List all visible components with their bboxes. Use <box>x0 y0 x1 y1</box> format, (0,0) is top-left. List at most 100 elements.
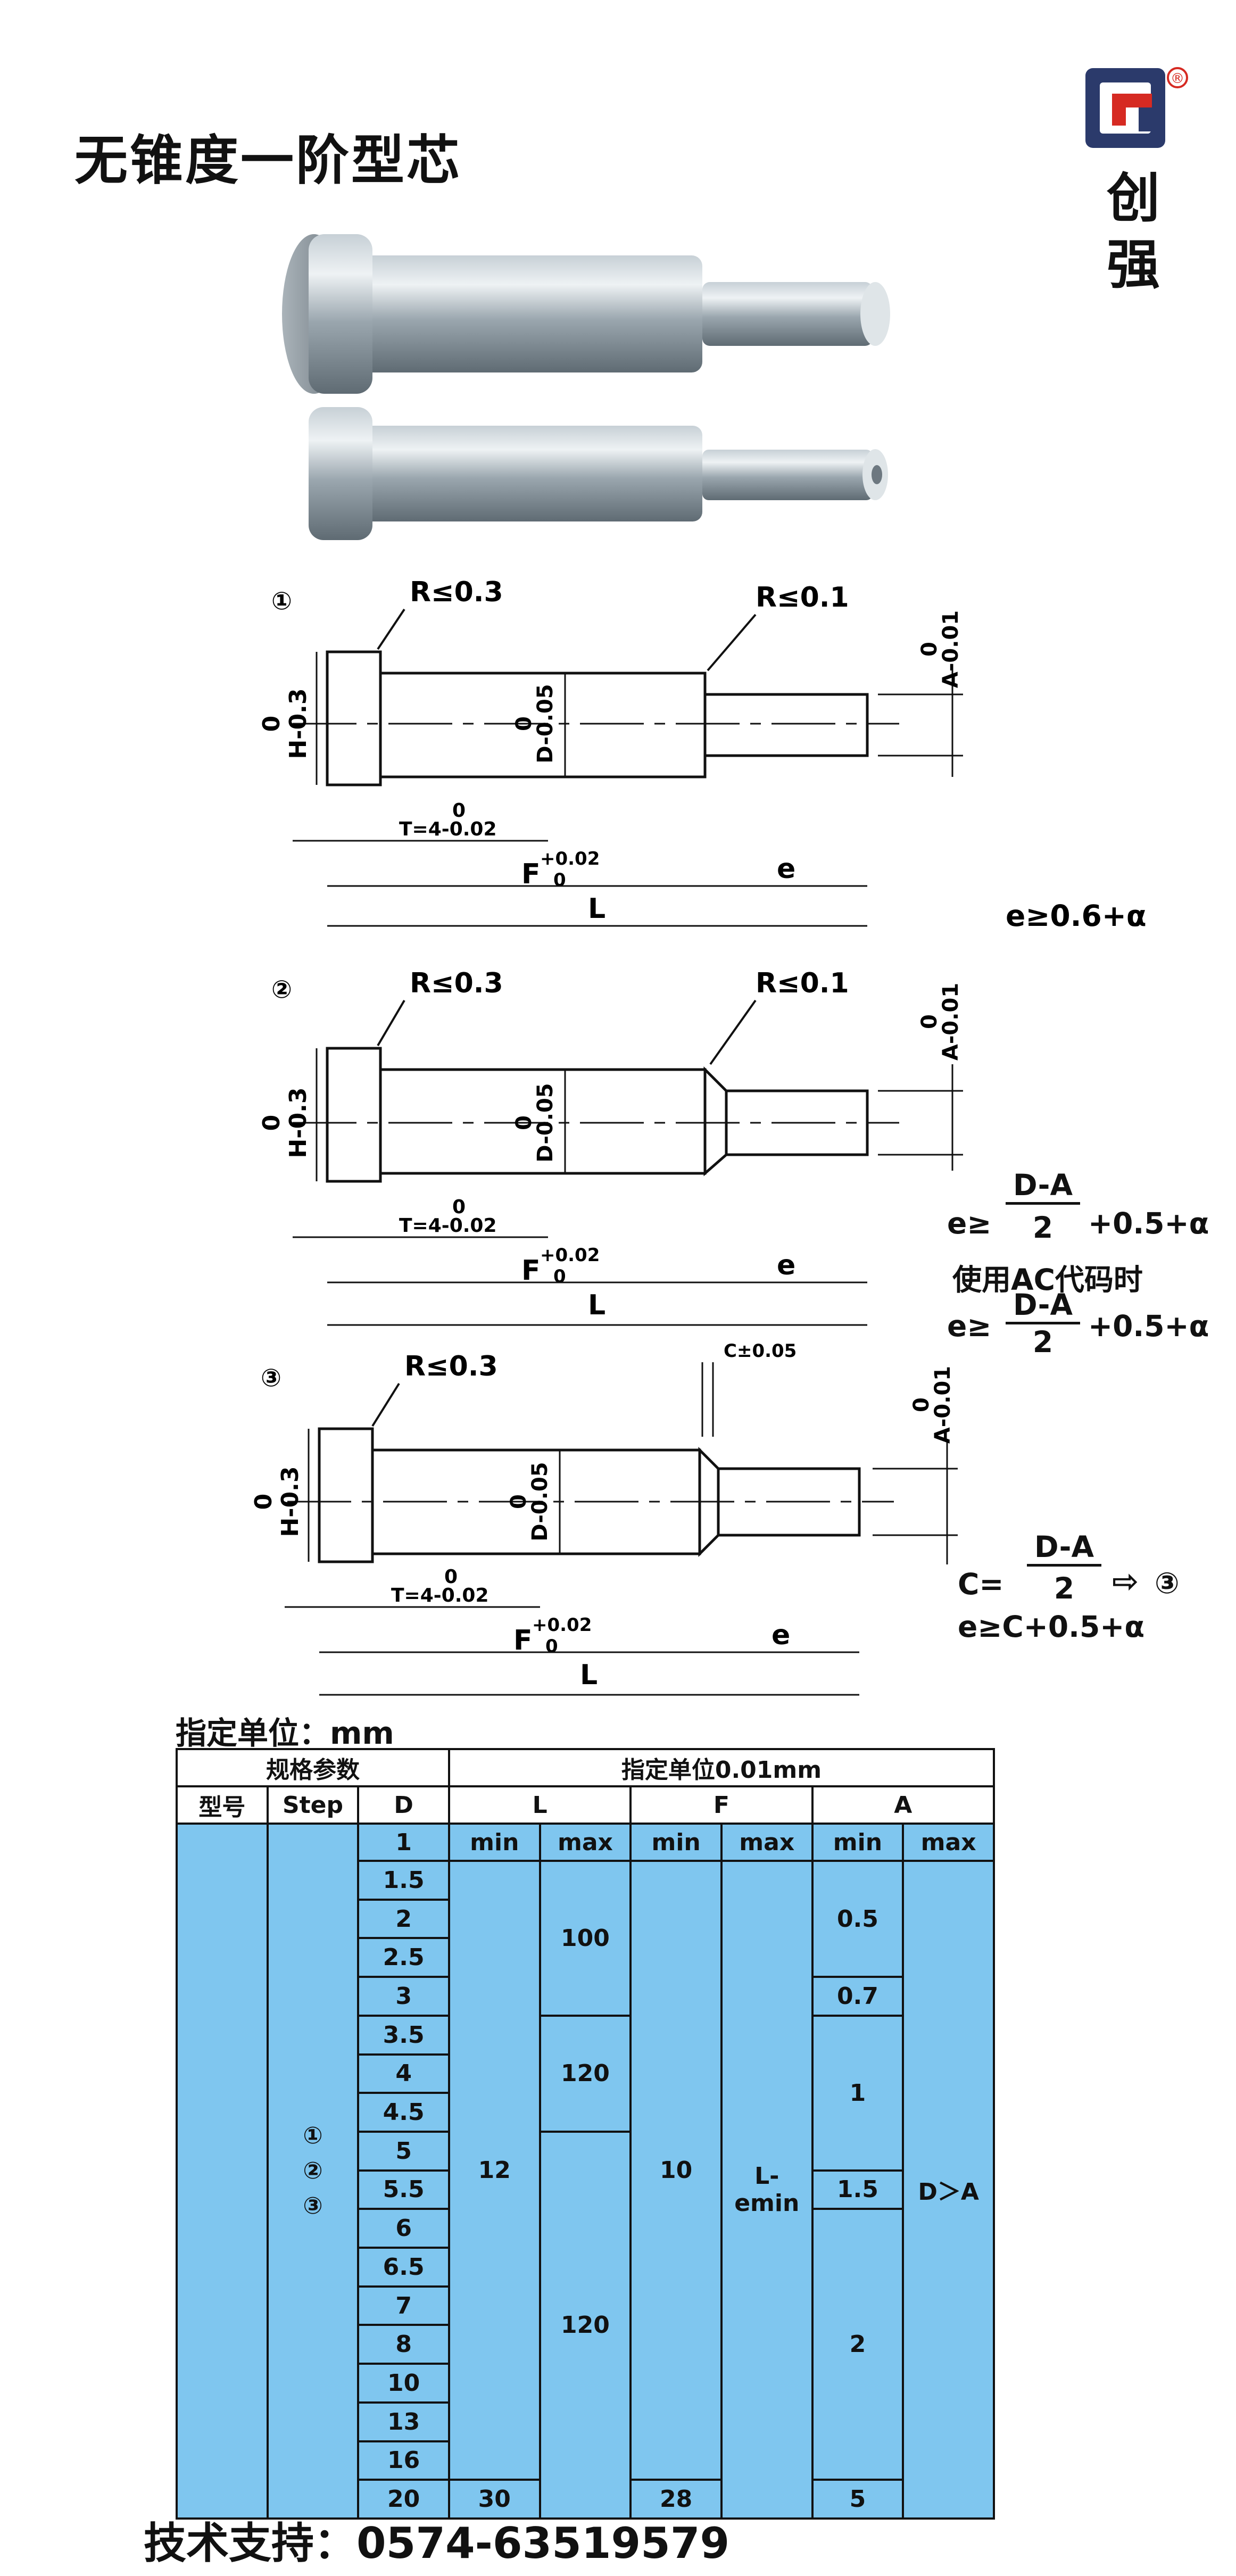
diagram-1-d-tol: D-0.05 <box>533 684 558 763</box>
d-value: 7 <box>357 2285 450 2326</box>
diagram-2-formula2-suffix: +0.5+α <box>1088 1309 1209 1343</box>
col-f: F <box>629 1785 814 1825</box>
diagram-2: ② R≤0.3 R≤0.1 0 H-0.3 0 D-0.05 0 A-0.01 … <box>258 967 963 1326</box>
diagram-2-formula2-den: 2 <box>1032 1325 1053 1359</box>
diagram-3-d-tol: D-0.05 <box>528 1462 552 1541</box>
diagram-3-d-tol-top: 0 <box>507 1494 531 1509</box>
diagram-1-e-label: e <box>777 853 795 885</box>
diagram-2-a-tol-top: 0 <box>917 1014 942 1029</box>
diagram-3-formula: e≥C+0.5+α <box>958 1610 1145 1644</box>
unit-header: 指定单位0.01mm <box>447 1748 996 1787</box>
col-a: A <box>811 1785 996 1825</box>
pin-photo-1 <box>282 234 890 394</box>
diagram-2-r-head: R≤0.3 <box>410 967 503 999</box>
diagram-2-head <box>326 1047 382 1183</box>
col-d: D <box>357 1785 450 1825</box>
f-max-header: max <box>720 1823 814 1862</box>
l-max-header: max <box>538 1823 632 1862</box>
diagram-2-formula2-prefix: e≥ <box>947 1309 992 1343</box>
step-value: ① <box>303 2122 323 2149</box>
diagram-1-t-tol: T=4-0.02 <box>399 818 497 840</box>
diagram-3-f-label: F <box>513 1625 533 1656</box>
f-min-value: 10 <box>629 1859 723 2481</box>
brand-name-line1: 创 <box>1107 167 1160 229</box>
diagram-2-formula2-num: D-A <box>1006 1288 1080 1324</box>
a-min-value: 2 <box>811 2208 905 2481</box>
diagram-2-e-label: e <box>777 1249 795 1281</box>
diagram-2-formula-num: D-A <box>1006 1168 1080 1205</box>
a-min-value: 0.5 <box>811 1859 905 1978</box>
diagram-2-f-tol-top: +0.02 <box>540 1245 600 1266</box>
col-l: L <box>447 1785 632 1825</box>
d-value: 6 <box>357 2208 450 2249</box>
brand-name-line2: 强 <box>1107 234 1160 296</box>
l-min-value: 30 <box>447 2479 541 2520</box>
spec-header: 规格参数 <box>176 1748 450 1787</box>
a-min-value: 5 <box>811 2479 905 2520</box>
diagram-2-formula-prefix: e≥ <box>947 1206 992 1240</box>
diagram-3-r-head: R≤0.3 <box>404 1351 498 1382</box>
diagram-3-t-tol: T=4-0.02 <box>391 1585 489 1606</box>
diagram-3-h-tol: H-0.3 <box>277 1466 304 1537</box>
diagram-1-r-head: R≤0.3 <box>410 576 503 608</box>
diagram-3-c-num: D-A <box>1027 1530 1101 1567</box>
l-min-value: 12 <box>447 1859 541 2481</box>
diagram-3-h-tol-top: 0 <box>250 1494 277 1510</box>
diagram-2-h-tol-top: 0 <box>258 1115 285 1131</box>
table-unit-caption: 指定单位：mm <box>176 1715 394 1751</box>
d-value: 5 <box>357 2130 450 2172</box>
diagram-3-c-tol: C±0.05 <box>724 1340 797 1362</box>
diagram-1-number: ① <box>271 586 292 615</box>
support-hotline: 技术支持：0574-63519579 <box>144 2519 730 2568</box>
step-value: ③ <box>303 2192 323 2219</box>
diagram-2-l-label: L <box>588 1289 605 1321</box>
d-value: 2.5 <box>357 1937 450 1978</box>
d-value: 4 <box>357 2053 450 2094</box>
diagram-1-f-tol-bottom: 0 <box>553 869 566 891</box>
l-max-value: 100 <box>538 1860 632 2017</box>
diagram-2-t-tol: T=4-0.02 <box>399 1215 497 1237</box>
diagram-2-f-tol-bottom: 0 <box>553 1266 566 1287</box>
d-value: 20 <box>357 2479 450 2520</box>
d-value: 5.5 <box>357 2169 450 2210</box>
diagram-1-h-tol-top: 0 <box>258 716 285 732</box>
a-min-value: 0.7 <box>811 1976 905 2017</box>
diagram-3-f-tol-top: +0.02 <box>532 1614 592 1636</box>
a-min-value: 1 <box>811 2014 905 2172</box>
diagram-3-number: ③ <box>261 1363 281 1392</box>
a-min-value: 1.5 <box>811 2169 905 2210</box>
d-value: 6.5 <box>357 2247 450 2288</box>
col-model: 型号 <box>176 1785 269 1825</box>
d-value: 2 <box>357 1898 450 1940</box>
l-max-value: 120 <box>538 2130 632 2520</box>
d-value: 4.5 <box>357 2092 450 2133</box>
brand-logo-icon: ® <box>1085 67 1188 148</box>
f-min-value: 28 <box>629 2479 723 2520</box>
diagram-1-d-tol-top: 0 <box>512 716 536 731</box>
diagram-1-f-tol-top: +0.02 <box>540 848 600 869</box>
diagram-1-t-tol-top: 0 <box>452 800 466 822</box>
diagram-3-c-arrow-target: ③ <box>1155 1566 1180 1600</box>
model-cell <box>176 1823 269 2520</box>
step-cell: ① ② ③ <box>266 1823 360 2520</box>
d-value: 13 <box>357 2401 450 2442</box>
a-min-header: min <box>811 1823 905 1862</box>
diagram-1-tip <box>703 693 869 757</box>
diagram-1-a-tol: A-0.01 <box>939 610 963 688</box>
core-pin-photo <box>282 234 890 540</box>
d-value: 1 <box>357 1823 450 1862</box>
f-min-header: min <box>629 1823 723 1862</box>
diagram-3-e-label: e <box>772 1619 790 1651</box>
step-value: ② <box>303 2157 323 2184</box>
diagram-1-h-tol: H-0.3 <box>285 688 312 759</box>
col-step: Step <box>266 1785 360 1825</box>
d-value: 16 <box>357 2440 450 2481</box>
brand-name: 创 强 <box>1107 165 1160 298</box>
spec-table: 规格参数 指定单位0.01mm 型号 Step D L F A ① ② ③ 1 … <box>176 1748 996 2520</box>
d-value: 3 <box>357 1976 450 2017</box>
diagram-1-l-label: L <box>588 893 605 925</box>
a-max-value: D＞A <box>902 1860 995 2520</box>
diagram-3-a-tol-top: 0 <box>909 1397 934 1412</box>
diagram-3-head <box>318 1427 374 1563</box>
diagram-2-h-tol: H-0.3 <box>285 1087 312 1158</box>
